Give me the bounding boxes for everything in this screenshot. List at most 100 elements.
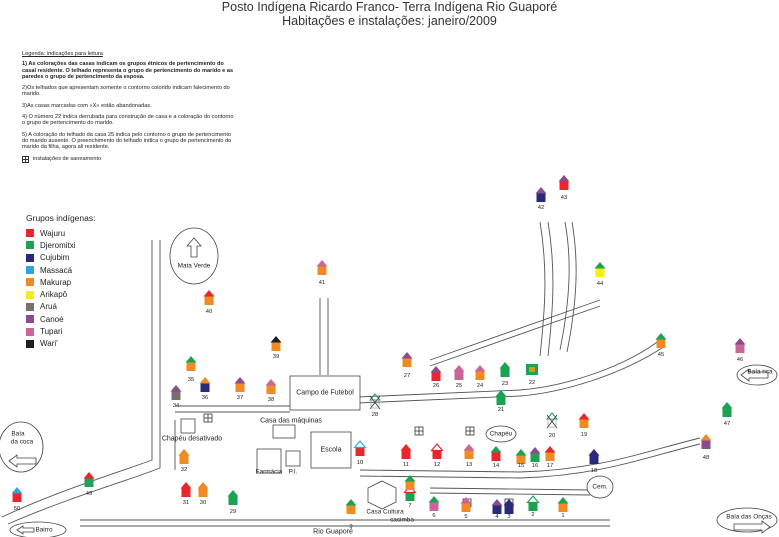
house-36	[199, 377, 211, 392]
house-6	[428, 496, 440, 511]
group-swatch	[26, 229, 34, 238]
house-number-6: 6	[432, 513, 436, 519]
group-row: Wari'	[26, 338, 95, 350]
house-41	[316, 260, 328, 275]
house-33	[178, 449, 190, 464]
house-number-16: 16	[531, 463, 539, 469]
baia-rica-label: Baía rica	[747, 368, 773, 376]
house-number-7: 7	[408, 503, 412, 509]
house-12	[430, 443, 444, 459]
house-number-37: 37	[236, 395, 244, 401]
house-number-30: 30	[199, 500, 207, 506]
group-name: Wajuru	[40, 228, 66, 238]
bairro-label: Bairro	[35, 526, 53, 534]
house-number-44: 44	[596, 281, 604, 287]
house-number-29: 29	[229, 509, 237, 515]
group-row: Cujubim	[26, 252, 95, 264]
house-number-50: 50	[13, 506, 21, 512]
house-number-38: 38	[267, 397, 275, 403]
group-name: Massacá	[40, 265, 73, 275]
house-15	[515, 449, 527, 464]
house-number-9: 9	[349, 524, 353, 530]
house-26	[430, 366, 442, 381]
house-number-43: 43	[560, 195, 568, 201]
group-row: Makurap	[26, 276, 95, 288]
house-number-21: 21	[497, 407, 505, 413]
campo-de-futebol-building	[289, 375, 361, 411]
house-number-26: 26	[432, 383, 440, 389]
house-45	[655, 333, 667, 348]
group-swatch	[26, 302, 34, 311]
casa-das-maquinas-box	[272, 424, 296, 439]
house-number-15: 15	[517, 463, 525, 469]
group-swatch	[26, 315, 34, 324]
house-23	[499, 362, 511, 377]
house-48	[700, 434, 712, 449]
house-3	[503, 499, 515, 514]
house-number-24: 24	[476, 383, 484, 389]
house-number-28: 28	[371, 412, 379, 418]
house-number-36: 36	[201, 395, 209, 401]
house-number-46: 46	[736, 357, 744, 363]
map-title: Posto Indígena Ricardo Franco- Terra Ind…	[221, 0, 558, 14]
house-11	[400, 444, 412, 459]
group-swatch	[26, 327, 34, 336]
house-number-27: 27	[403, 373, 411, 379]
chapeu-oval	[485, 425, 517, 443]
farmacia-building	[256, 448, 282, 474]
house-28	[368, 393, 382, 410]
house-8	[404, 475, 416, 490]
legend-note-5: 5) A coloração do telhado da casa 25 ind…	[22, 131, 232, 151]
cemetery-circle	[586, 475, 614, 499]
house-47	[721, 402, 733, 417]
house-5	[460, 497, 472, 512]
house-number-1: 1	[561, 513, 565, 519]
sanitation-label: instalações de saneamento	[33, 155, 102, 162]
house-44	[594, 262, 606, 277]
group-swatch	[26, 278, 34, 287]
baia-oncas-label: Baía das Onças	[726, 513, 772, 521]
house-number-32: 32	[180, 467, 188, 473]
cem-label: Cem.	[592, 483, 608, 491]
group-name: Djeromitxi	[40, 240, 76, 250]
house-number-3: 3	[507, 514, 511, 520]
group-row: Massacá	[26, 264, 95, 276]
group-row: Wajuru	[26, 227, 95, 239]
house-46	[734, 338, 746, 353]
house-number-42: 42	[537, 205, 545, 211]
house-14	[490, 446, 502, 461]
baia-da-coca-oval	[0, 421, 44, 473]
group-name: Makurap	[40, 277, 72, 287]
chapeu-label: Chapéu	[489, 430, 513, 438]
house-24	[474, 365, 486, 380]
house-25	[453, 365, 465, 380]
house-number-47: 47	[723, 421, 731, 427]
house-16	[529, 447, 541, 462]
pi-building	[285, 450, 301, 467]
house-10	[353, 440, 367, 456]
house-13	[463, 444, 475, 459]
pi-label: P.I.	[288, 468, 298, 476]
baia-coca-label-2: da coca	[10, 438, 34, 446]
group-name: Arikapô	[40, 290, 68, 300]
group-row: Canoé	[26, 313, 95, 325]
house-22	[526, 364, 538, 375]
group-swatch	[26, 241, 34, 250]
house-number-10: 10	[356, 460, 364, 466]
house-9	[345, 499, 357, 514]
house-17	[544, 446, 556, 461]
group-swatch	[26, 290, 34, 299]
buildings	[0, 227, 778, 537]
casa-cultura-label: Casa Cultura	[366, 508, 404, 516]
house-number-5: 5	[464, 514, 468, 520]
house-number-40: 40	[205, 309, 213, 315]
group-name: Cujubim	[40, 253, 70, 263]
chapeu-desativado-label: Chapéu desativado	[161, 435, 223, 443]
casa-maquinas-label: Casa das máquinas	[260, 417, 322, 425]
group-swatch	[26, 253, 34, 262]
map-subtitle: Habitações e instalações: janeiro/2009	[282, 14, 497, 28]
house-number-20: 20	[548, 433, 556, 439]
house-20	[545, 412, 559, 429]
house-4	[491, 499, 503, 514]
group-name: Tupari	[40, 327, 63, 337]
